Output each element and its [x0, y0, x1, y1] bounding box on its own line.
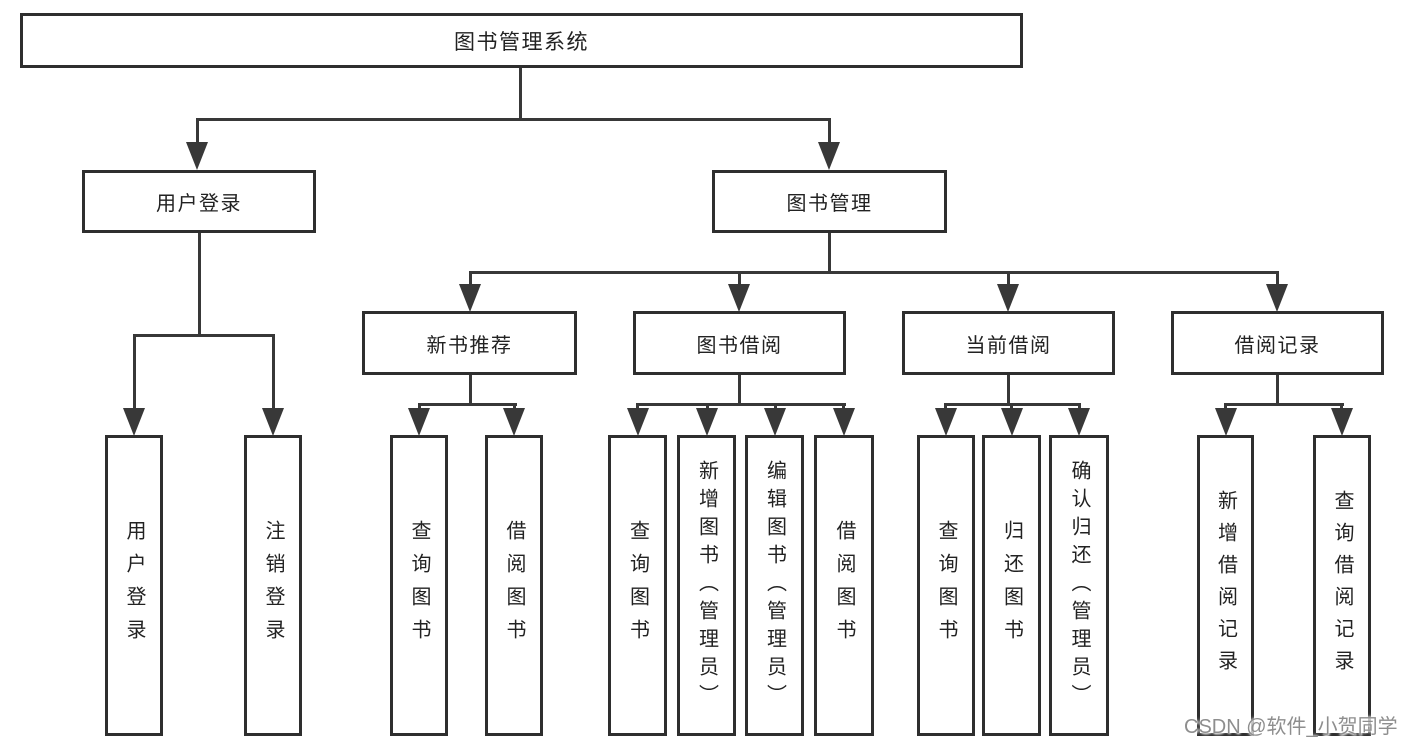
connector-line	[1276, 271, 1279, 287]
arrow-down-icon	[186, 142, 208, 170]
connector-line	[706, 403, 709, 411]
node-leaf-confirm-return-admin: 确认归还（管理员）	[1049, 435, 1109, 736]
node-leaf-query-book-3: 查询图书	[917, 435, 975, 736]
node-label: 编辑图书（管理员）	[763, 459, 786, 712]
node-leaf-user-login: 用户登录	[105, 435, 163, 736]
node-leaf-logout: 注销登录	[244, 435, 302, 736]
node-label: 图书管理	[786, 193, 873, 215]
connector-line	[1007, 375, 1010, 405]
connector-line	[1010, 403, 1013, 411]
node-label: 新书推荐	[426, 334, 513, 357]
connector-line	[196, 118, 831, 121]
arrow-down-icon	[503, 408, 525, 436]
arrow-down-icon	[935, 408, 957, 436]
node-label: 确认归还（管理员）	[1068, 459, 1090, 712]
node-leaf-add-book-admin: 新增图书（管理员）	[677, 435, 736, 736]
connector-line	[519, 68, 522, 120]
node-label: 注销登录	[262, 519, 284, 652]
node-label: 借阅图书	[503, 519, 525, 652]
arrow-down-icon	[1215, 408, 1237, 436]
node-book-borrow: 图书借阅	[633, 311, 846, 375]
arrow-down-icon	[262, 408, 284, 436]
node-leaf-borrow-book-1: 借阅图书	[485, 435, 543, 736]
arrow-down-icon	[696, 408, 718, 436]
arrow-down-icon	[728, 284, 750, 312]
connector-line	[636, 403, 846, 406]
connector-line	[469, 271, 1279, 274]
node-label: 图书管理系统	[454, 30, 589, 54]
connector-line	[418, 403, 421, 411]
node-leaf-add-borrow-record: 新增借阅记录	[1197, 435, 1254, 736]
node-leaf-query-book-2: 查询图书	[608, 435, 667, 736]
node-current-borrow: 当前借阅	[902, 311, 1115, 375]
node-label: 借阅图书	[833, 519, 855, 652]
node-label: 新增图书（管理员）	[695, 459, 718, 712]
arrow-down-icon	[833, 408, 855, 436]
connector-line	[1340, 403, 1343, 411]
arrow-down-icon	[1266, 284, 1288, 312]
node-label: 查询图书	[408, 519, 430, 652]
connector-line	[1224, 403, 1344, 406]
node-label: 归还图书	[1000, 519, 1023, 652]
arrow-down-icon	[997, 284, 1019, 312]
node-label: 当前借阅	[965, 334, 1052, 357]
connector-line	[133, 334, 275, 337]
connector-line	[944, 403, 947, 411]
connector-line	[774, 403, 777, 411]
connector-line	[738, 375, 741, 405]
node-label: 新增借阅记录	[1214, 489, 1237, 682]
node-leaf-query-book-1: 查询图书	[390, 435, 448, 736]
arrow-down-icon	[1001, 408, 1023, 436]
node-label: 查询图书	[935, 519, 957, 652]
arrow-down-icon	[818, 142, 840, 170]
node-borrow-record: 借阅记录	[1171, 311, 1384, 375]
connector-line	[133, 334, 136, 408]
node-label: 借阅记录	[1234, 334, 1321, 357]
connector-line	[828, 118, 831, 144]
arrow-down-icon	[408, 408, 430, 436]
connector-line	[1007, 271, 1010, 287]
arrow-down-icon	[627, 408, 649, 436]
node-leaf-edit-book-admin: 编辑图书（管理员）	[745, 435, 804, 736]
node-book-management: 图书管理	[712, 170, 947, 233]
connector-line	[469, 271, 472, 287]
connector-line	[272, 334, 275, 408]
arrow-down-icon	[1068, 408, 1090, 436]
connector-line	[636, 403, 639, 411]
node-label: 用户登录	[123, 519, 145, 652]
arrow-down-icon	[764, 408, 786, 436]
node-root-system: 图书管理系统	[20, 13, 1023, 68]
arrow-down-icon	[123, 408, 145, 436]
connector-line	[1276, 375, 1279, 405]
node-leaf-return-book: 归还图书	[982, 435, 1041, 736]
node-user-login: 用户登录	[82, 170, 316, 233]
connector-line	[196, 118, 199, 144]
connector-line	[738, 271, 741, 287]
arrow-down-icon	[1331, 408, 1353, 436]
connector-line	[469, 375, 472, 405]
node-leaf-borrow-book-2: 借阅图书	[814, 435, 874, 736]
node-leaf-query-borrow-record: 查询借阅记录	[1313, 435, 1371, 736]
connector-line	[842, 403, 845, 411]
connector-line	[945, 403, 1081, 406]
node-label: 用户登录	[156, 193, 242, 215]
node-label: 查询借阅记录	[1331, 489, 1353, 682]
connector-line	[828, 233, 831, 273]
csdn-watermark: CSDN @软件_小贺同学	[1184, 716, 1398, 738]
connector-line	[513, 403, 516, 411]
node-label: 图书借阅	[696, 334, 783, 357]
node-label: 查询图书	[626, 519, 649, 652]
arrow-down-icon	[459, 284, 481, 312]
connector-line	[198, 233, 201, 336]
connector-line	[1078, 403, 1081, 411]
connector-line	[418, 403, 517, 406]
connector-line	[1224, 403, 1227, 411]
node-new-book-recommend: 新书推荐	[362, 311, 577, 375]
